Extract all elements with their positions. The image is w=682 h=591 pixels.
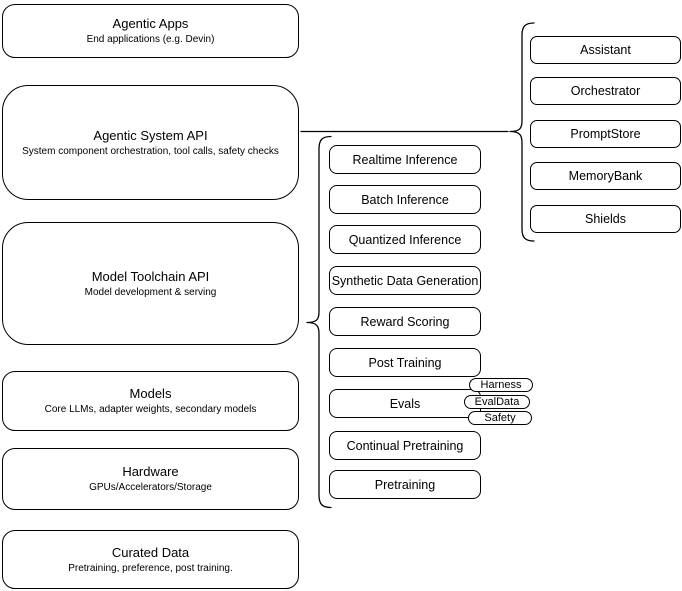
- node-memorybank: MemoryBank: [530, 162, 681, 190]
- node-post-training: Post Training: [329, 348, 481, 377]
- node-subtitle: End applications (e.g. Devin): [86, 34, 215, 45]
- node-subtitle: Pretraining, preference, post training.: [68, 562, 233, 574]
- node-title: Agentic Apps: [112, 16, 189, 31]
- node-batch-inference: Batch Inference: [329, 185, 481, 214]
- node-assistant: Assistant: [530, 36, 681, 64]
- node-title: Agentic System API: [93, 127, 208, 143]
- node-subtitle: Model development & serving: [84, 286, 217, 298]
- node-reward-scoring: Reward Scoring: [329, 307, 481, 336]
- node-continual-pretraining: Continual Pretraining: [329, 431, 481, 460]
- node-title: Hardware: [122, 464, 179, 479]
- node-title: Curated Data: [111, 544, 190, 560]
- pill-evaldata: EvalData: [464, 395, 530, 409]
- node-pretraining: Pretraining: [329, 470, 481, 499]
- node-title: Model Toolchain API: [91, 268, 210, 284]
- node-evals: Evals: [329, 389, 481, 418]
- node-agentic-system-api: Agentic System API System component orch…: [2, 85, 299, 200]
- node-synthetic-data-generation: Synthetic Data Generation: [329, 266, 481, 295]
- node-shields: Shields: [530, 205, 681, 233]
- node-models: Models Core LLMs, adapter weights, secon…: [2, 371, 299, 431]
- node-curated-data: Curated Data Pretraining, preference, po…: [2, 530, 299, 589]
- node-hardware: Hardware GPUs/Accelerators/Storage: [2, 448, 299, 510]
- node-subtitle: Core LLMs, adapter weights, secondary mo…: [44, 404, 257, 415]
- node-realtime-inference: Realtime Inference: [329, 145, 481, 174]
- node-promptstore: PromptStore: [530, 120, 681, 148]
- node-agentic-apps: Agentic Apps End applications (e.g. Devi…: [2, 4, 299, 58]
- node-subtitle: GPUs/Accelerators/Storage: [89, 482, 212, 493]
- node-subtitle: System component orchestration, tool cal…: [22, 145, 279, 157]
- pill-safety: Safety: [468, 411, 532, 425]
- toolchain-brace: [306, 135, 332, 509]
- node-orchestrator: Orchestrator: [530, 77, 681, 105]
- pill-harness: Harness: [469, 378, 533, 392]
- node-quantized-inference: Quantized Inference: [329, 225, 481, 254]
- node-model-toolchain-api: Model Toolchain API Model development & …: [2, 222, 299, 345]
- node-title: Models: [129, 386, 172, 401]
